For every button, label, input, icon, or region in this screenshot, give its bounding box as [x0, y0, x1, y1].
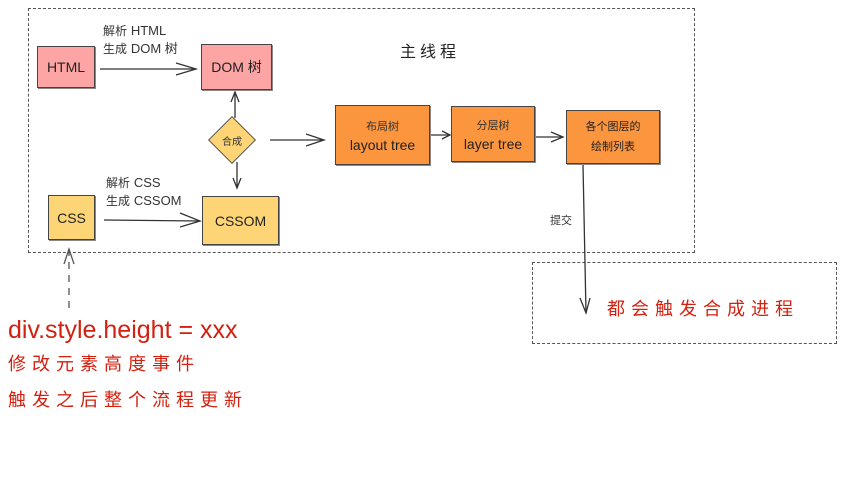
edge-label-parse-css: 解析 CSS 生成 CSSOM	[106, 175, 182, 208]
edge-label-commit: 提交	[550, 214, 572, 227]
node-html-label: HTML	[46, 59, 86, 75]
node-composite: 合成	[207, 115, 257, 165]
node-layer-tree: 分层树 layer tree	[451, 106, 535, 162]
arrowhead-update-trigger	[63, 246, 75, 265]
node-paint-list: 各个图层的 绘制列表	[566, 110, 660, 164]
node-dom-label: DOM 树	[211, 59, 262, 75]
node-cssom: CSSOM	[202, 196, 279, 245]
node-layout-tree-sub: 布局树	[366, 119, 399, 133]
compositor-label: 都会触发合成进程	[607, 299, 799, 320]
node-css: CSS	[48, 195, 95, 240]
node-composite-label: 合成	[222, 136, 242, 148]
main-thread-frame	[28, 8, 695, 253]
node-paint-list-line2: 绘制列表	[591, 140, 635, 153]
arrowhead-composite-to-cssom	[232, 177, 242, 190]
annotation-line2: 触发之后整个流程更新	[8, 390, 248, 411]
annotation-code: div.style.height = xxx	[8, 316, 238, 344]
arrowhead-composite-to-dom	[230, 90, 240, 103]
compositor-frame	[532, 262, 837, 344]
node-layer-tree-sub: 分层树	[476, 118, 510, 132]
node-cssom-label: CSSOM	[214, 212, 267, 229]
node-paint-list-line1: 各个图层的	[585, 120, 641, 133]
arrowhead-html-to-dom	[175, 62, 199, 76]
node-html: HTML	[37, 46, 95, 88]
node-layout-tree: 布局树 layout tree	[335, 105, 430, 165]
arrowhead-css-to-cssom	[179, 212, 202, 228]
node-css-label: CSS	[57, 209, 86, 226]
main-thread-title: 主线程	[400, 42, 461, 61]
arrowhead-layout-to-layer	[441, 130, 452, 140]
node-dom-tree: DOM 树	[201, 44, 272, 90]
node-layer-tree-label: layer tree	[463, 135, 523, 152]
arrowhead-layer-to-paint	[550, 131, 565, 143]
node-layout-tree-label: layout tree	[349, 136, 416, 153]
annotation-line1: 修改元素高度事件	[8, 354, 200, 375]
arrow-css-to-cssom	[103, 219, 201, 222]
edge-label-parse-html: 解析 HTML 生成 DOM 树	[103, 23, 178, 56]
arrowhead-composite-to-layout	[305, 133, 327, 147]
arrow-commit	[582, 164, 587, 314]
arrowhead-commit	[579, 297, 591, 316]
